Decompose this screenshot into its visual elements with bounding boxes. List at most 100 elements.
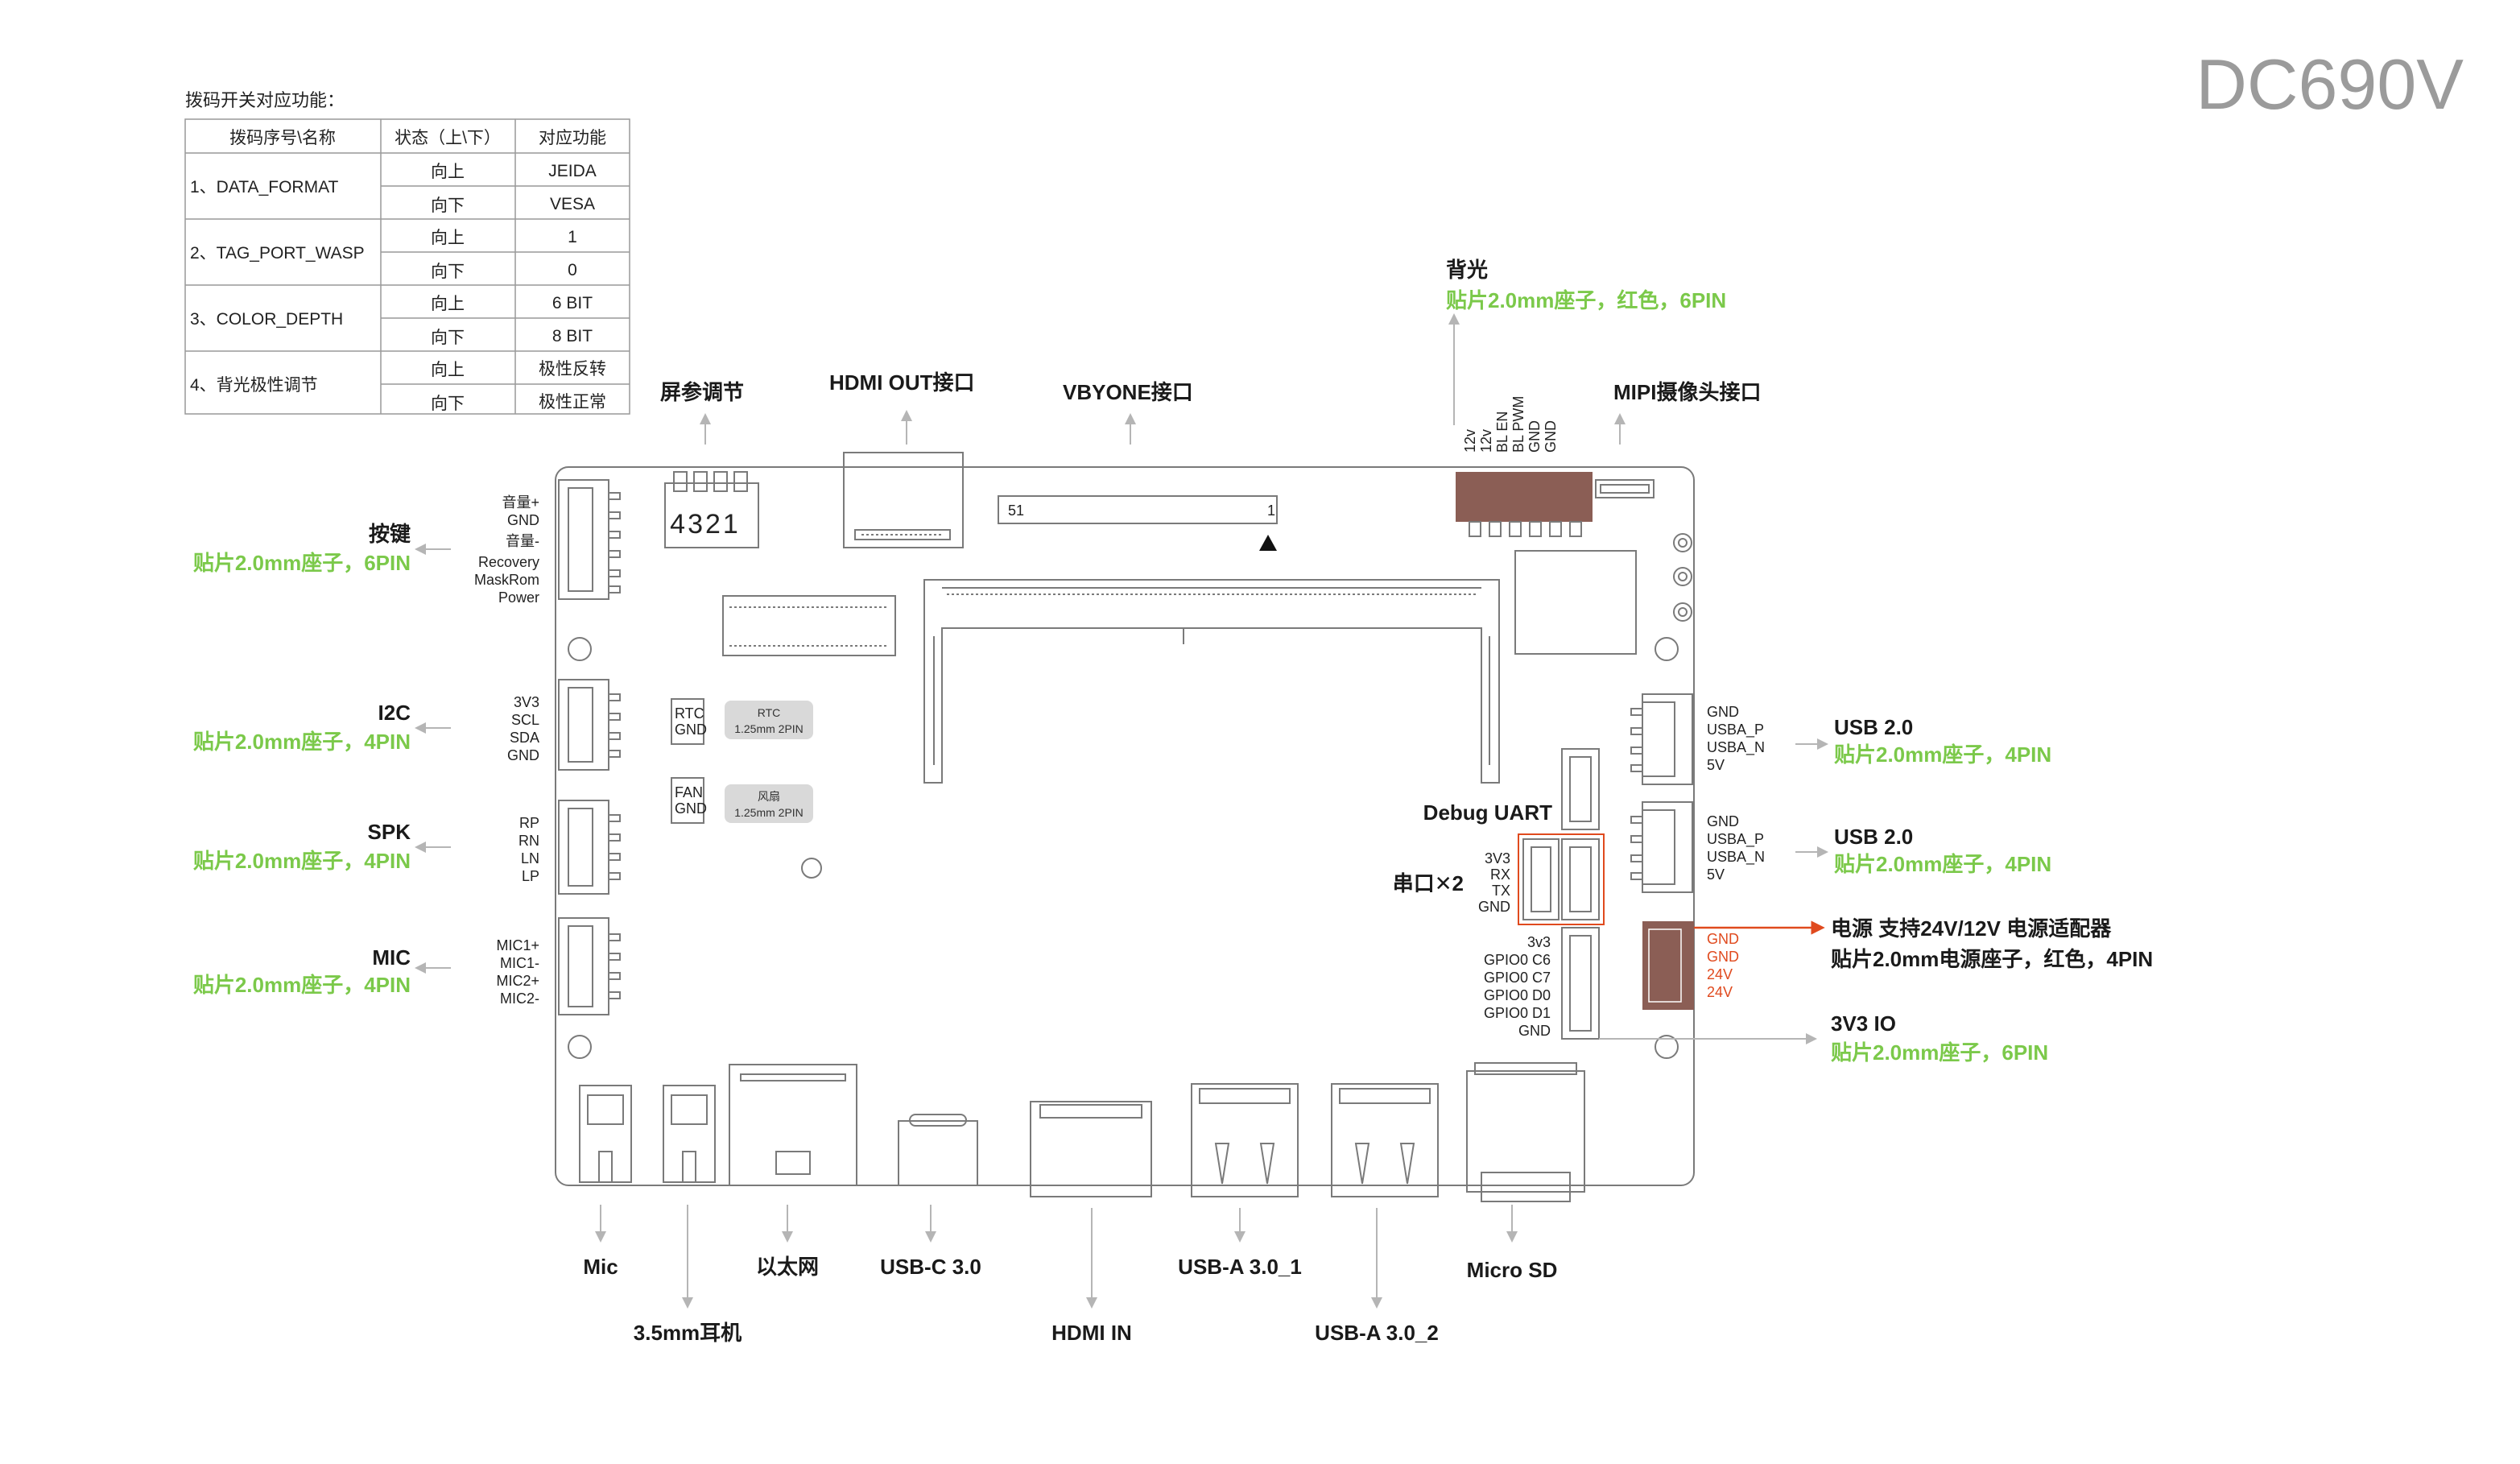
fan-pin: FAN (675, 784, 703, 800)
rtc-tag-sub: 1.25mm 2PIN (734, 722, 804, 735)
serial-highlight (1518, 833, 1605, 925)
dip-digits: 4321 (670, 509, 741, 540)
usb1-pin: USBA_P (1707, 722, 1764, 738)
usb2-label: USB 2.0 (1834, 825, 1913, 849)
usba-port-1 (1191, 1083, 1299, 1197)
spk-sub: 贴片2.0mm座子，4PIN (193, 849, 411, 873)
dip-row-func: 1 (568, 228, 577, 246)
dip-header-func: 对应功能 (539, 129, 606, 147)
mic-jack (579, 1085, 632, 1183)
mic-pin: MIC1- (500, 955, 539, 971)
dip-row-func: 极性正常 (539, 393, 606, 411)
vbyone-pin-right: 1 (1267, 502, 1275, 519)
chip (1514, 533, 1692, 655)
usba-port-2 (1331, 1083, 1439, 1197)
dip-row-func: 极性反转 (539, 360, 606, 378)
i2c-sub: 贴片2.0mm座子，4PIN (193, 730, 411, 754)
gpio-pin: GPIO0 D0 (1484, 987, 1551, 1003)
fan-pin: GND (675, 800, 707, 817)
usbc-label: USB-C 3.0 (880, 1255, 981, 1279)
mic-connector (558, 917, 621, 1015)
backlight-pin: BL EN (1494, 411, 1510, 453)
dip-header-name: 拨码序号\名称 (229, 129, 336, 147)
ethernet-jack (729, 1064, 857, 1186)
io-label: 3V3 IO (1831, 1011, 1896, 1036)
sodimm-socket (923, 579, 1500, 784)
rtc-tag (725, 701, 813, 739)
io-sub: 贴片2.0mm座子，6PIN (1831, 1040, 2048, 1065)
rtc-pin: RTC (675, 705, 704, 722)
usbc-port (898, 1114, 978, 1186)
usb2-pins: GND USBA_P USBA_N 5V (1707, 813, 1765, 883)
dip-row-func: VESA (550, 195, 595, 213)
mic-pin: MIC2+ (496, 973, 539, 989)
mic-sub: 贴片2.0mm座子，4PIN (193, 973, 411, 997)
dip-row-name: 2、TAG_PORT_WASP (190, 244, 365, 263)
backlight-pin: 12v (1478, 429, 1494, 453)
usb1-pin: GND (1707, 704, 1739, 720)
screen-param-label: 屏参调节 (660, 380, 744, 404)
serial-label: 串口✕2 (1393, 871, 1464, 895)
uart-pins: 3V3 RX TX GND (1478, 850, 1510, 915)
power-pin: GND (1707, 931, 1739, 947)
key-sub: 贴片2.0mm座子，6PIN (193, 551, 411, 575)
dip-header-state: 状态（上\下） (395, 129, 501, 147)
spk-label: SPK (368, 820, 411, 844)
dip-row-func: 8 BIT (552, 327, 593, 345)
gpio-pin: GPIO0 C6 (1484, 952, 1551, 968)
dip-row-state: 向上 (431, 361, 465, 379)
mic-jack-label: Mic (583, 1255, 618, 1279)
i2c-pin: SDA (510, 730, 539, 746)
backlight-pin: GND (1526, 420, 1543, 453)
key-pin: MaskRom (474, 572, 539, 588)
usb2-pin: USBA_P (1707, 831, 1764, 848)
backlight-pin: 12v (1462, 429, 1478, 453)
board-outline (555, 466, 1695, 1186)
usba1-label: USB-A 3.0_1 (1178, 1255, 1302, 1279)
backlight-sub: 贴片2.0mm座子，红色，6PIN (1446, 288, 1726, 312)
backlight-connector (1456, 472, 1593, 537)
uart-pin: TX (1492, 883, 1510, 899)
usb1-label: USB 2.0 (1834, 715, 1913, 739)
dip-table-caption: 拨码开关对应功能： (185, 90, 345, 110)
gpio-pin: GPIO0 D1 (1484, 1005, 1551, 1021)
mipi-connector (1595, 479, 1655, 498)
mic-pin: MIC2- (500, 990, 539, 1007)
dip-row-func: JEIDA (548, 162, 597, 180)
power-sub: 贴片2.0mm电源座子，红色，4PIN (1831, 947, 2153, 971)
dip-switch-table: 拨码开关对应功能： 拨码序号\名称 状态（上\下） 对应功能 1、DATA_FO… (184, 90, 630, 415)
fan-connector (671, 777, 704, 824)
power-label: 电源 支持24V/12V 电源适配器 (1831, 916, 2112, 941)
microsd-label: Micro SD (1467, 1258, 1558, 1282)
mic-pins: MIC1+ MIC1- MIC2+ MIC2- (496, 937, 539, 1007)
debug-uart-connector (1561, 748, 1600, 830)
i2c-pin: 3V3 (514, 694, 539, 710)
dip-row-state: 向上 (431, 229, 465, 247)
hdmi-out-label: HDMI OUT接口 (829, 370, 975, 395)
gpio-pin: 3v3 (1527, 934, 1551, 950)
usba2-label: USB-A 3.0_2 (1315, 1321, 1439, 1345)
vbyone-pin-left: 51 (1008, 502, 1024, 519)
usb2-pin: 5V (1707, 866, 1725, 883)
usb2-sub: 贴片2.0mm座子，4PIN (1834, 852, 2051, 876)
dip-switch (664, 471, 759, 548)
key-label: 按键 (369, 522, 411, 546)
usb1-pin: 5V (1707, 757, 1725, 773)
headphone-label: 3.5mm耳机 (634, 1321, 742, 1345)
dip-row-state: 向上 (431, 295, 465, 313)
dip-row-name: 3、COLOR_DEPTH (190, 310, 343, 329)
microsd-slot (1466, 1062, 1585, 1202)
ethernet-label: 以太网 (756, 1255, 819, 1279)
fan-tag-title: 风扇 (758, 790, 780, 803)
hdmi-out-connector (843, 452, 964, 548)
spk-pins: RP RN LN LP (518, 815, 539, 884)
mic-label: MIC (372, 945, 411, 970)
debug-uart-label: Debug UART (1423, 800, 1552, 825)
i2c-label: I2C (378, 701, 411, 725)
fan-tag (725, 784, 813, 823)
rtc-pin: GND (675, 722, 707, 738)
usb1-sub: 贴片2.0mm座子，4PIN (1834, 742, 2051, 767)
spk-connector (558, 800, 621, 895)
key-connector (558, 479, 621, 600)
